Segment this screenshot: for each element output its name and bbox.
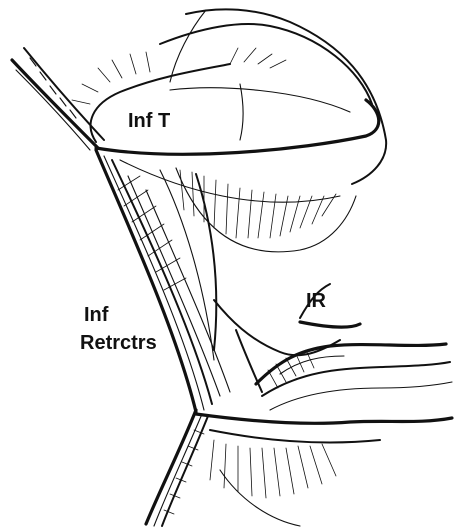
label-inferior-retractors: Inf Retrctrs xyxy=(80,304,157,354)
label-inferior-tarsus: Inf T xyxy=(128,110,170,132)
upper-lid-retractor xyxy=(12,48,104,150)
label-inferior-rectus: IR xyxy=(306,290,326,312)
label-inferior-retractors-line2: Retrctrs xyxy=(80,332,157,354)
lower-forceps xyxy=(146,410,208,526)
lower-fornix-tissue xyxy=(196,414,452,526)
inferior-rectus xyxy=(214,284,452,410)
label-inferior-retractors-line1: Inf xyxy=(80,304,157,326)
conjunctival-fringe xyxy=(176,168,356,252)
inferior-retractors-band xyxy=(96,150,230,412)
